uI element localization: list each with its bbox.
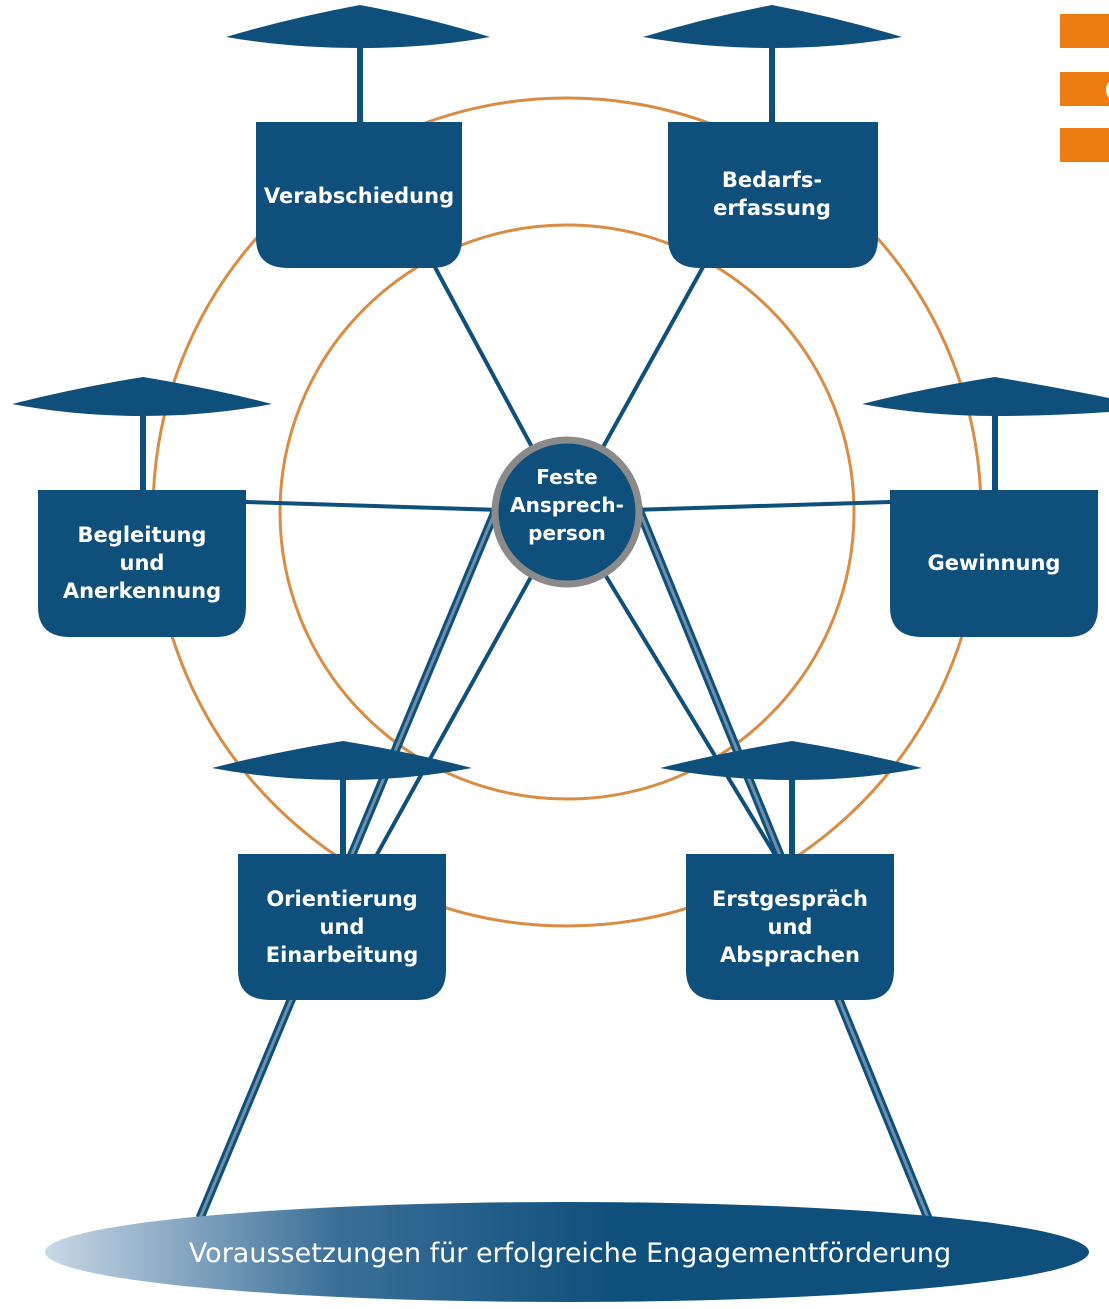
hub-label-line: Feste — [536, 465, 597, 489]
inner-wheel-ring — [278, 223, 856, 801]
gondola-label-line: und — [768, 915, 813, 939]
gondola-label-line: erfassung — [713, 196, 831, 220]
gondola-stem — [769, 46, 775, 122]
gondola-verabschiedung: Verabschiedung — [226, 5, 490, 268]
svg-text:Gewinnung: Gewinnung — [928, 551, 1061, 575]
hub-label-line: person — [528, 521, 606, 545]
svg-text:Verabschiedung: Verabschiedung — [264, 184, 454, 208]
canopy-icon — [212, 741, 472, 780]
hub-circle — [491, 436, 643, 588]
gondola-body — [38, 490, 246, 637]
gondola-label-line: Einarbeitung — [266, 943, 418, 967]
base-label: Voraussetzungen für erfolgreiche Engagem… — [189, 1238, 951, 1269]
gondola-label-line: und — [120, 551, 165, 575]
base-platform: Voraussetzungen für erfolgreiche Engagem… — [45, 1202, 1089, 1302]
gondola-body — [686, 854, 894, 1000]
gondola-stem — [140, 414, 146, 490]
gondola-label-line: Anerkennung — [63, 579, 221, 603]
gondola-body — [890, 490, 1098, 637]
gondola-gewinnung: Gewinnung — [862, 377, 1109, 637]
canopy-icon — [226, 5, 490, 48]
gondola-label-line: Verabschiedung — [264, 184, 454, 208]
canopy-icon — [643, 5, 902, 48]
canopy-icon — [862, 377, 1109, 416]
gondola-bedarfserfassung: Bedarfs-erfassung — [643, 5, 902, 268]
gondola-body — [238, 854, 446, 1000]
gondola-stem — [992, 414, 998, 490]
gondola-stem — [357, 46, 363, 122]
gondola-label-line: und — [320, 915, 365, 939]
svg-text:Bedarfs-erfassung: Bedarfs-erfassung — [713, 168, 831, 220]
gondola-label-line: Begleitung — [78, 523, 207, 547]
gondola-label-line: Erstgespräch — [712, 887, 868, 911]
gondola-body — [256, 122, 462, 268]
gondola-stem — [789, 778, 795, 854]
hub-label-line: Ansprech- — [510, 493, 624, 517]
gondola-label-line: Orientierung — [266, 887, 417, 911]
orange-bars-logo-icon — [1060, 14, 1109, 162]
canopy-icon — [660, 741, 922, 780]
gondola-label-line: Bedarfs- — [722, 168, 822, 192]
gondola-body — [668, 122, 878, 268]
base-ellipse — [45, 1202, 1089, 1302]
gondola-label-line: Gewinnung — [928, 551, 1061, 575]
gondola-stem — [340, 778, 346, 854]
gondola-label-line: Absprachen — [720, 943, 860, 967]
canopy-icon — [12, 377, 272, 416]
